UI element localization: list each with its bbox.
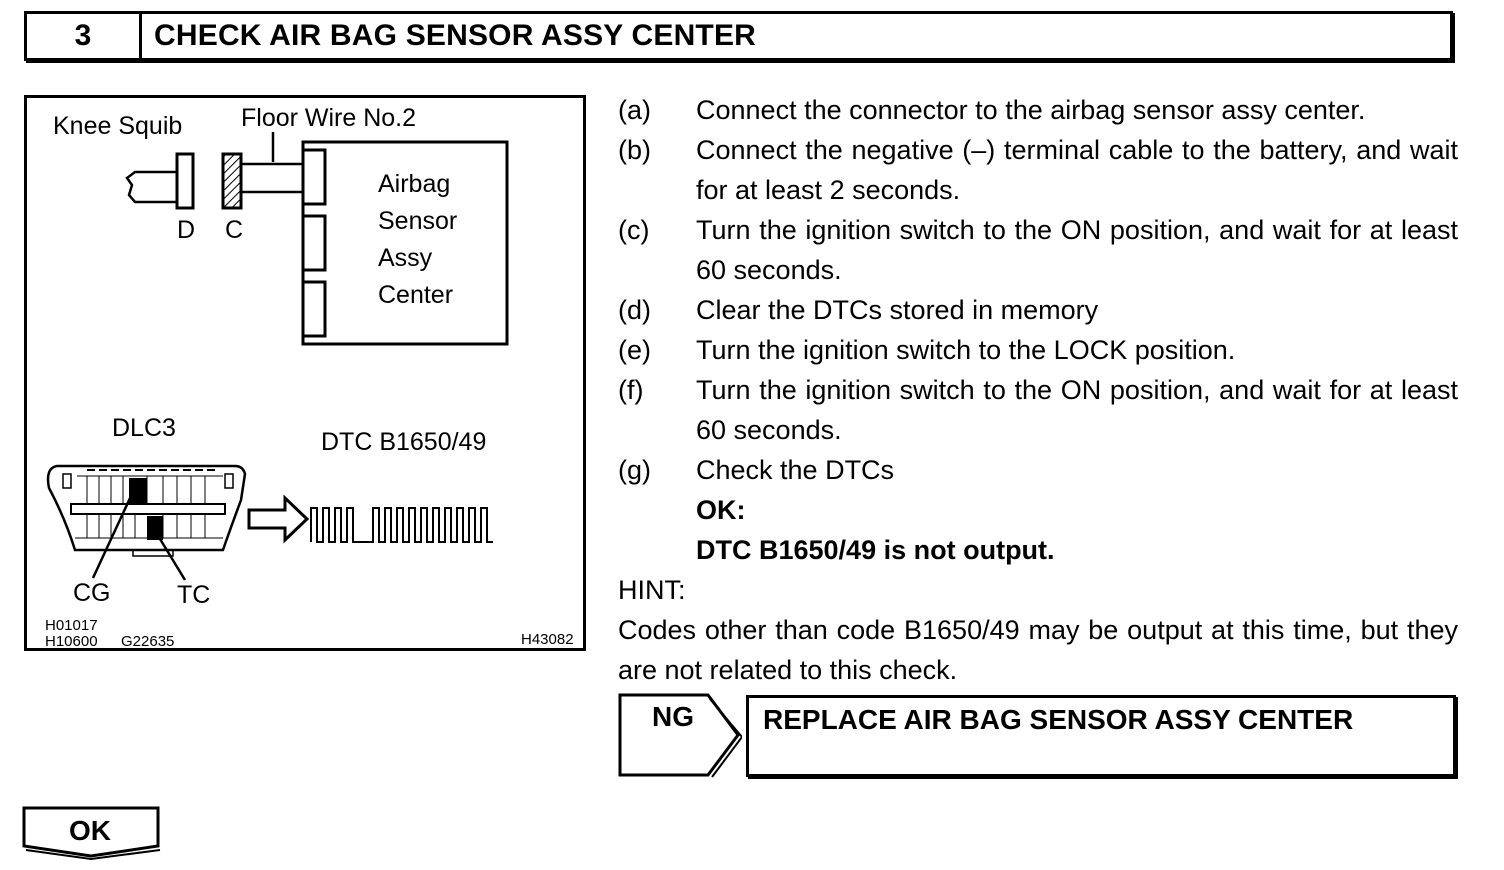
dlc3-center-bar	[70, 503, 226, 515]
step-a-text: Connect the connector to the airbag sens…	[696, 95, 1366, 125]
ng-action: REPLACE AIR BAG SENSOR ASSY CENTER	[746, 695, 1456, 777]
step-c: (c) Turn the ignition switch to the ON p…	[618, 210, 1458, 290]
waveform-pulse-train	[310, 507, 493, 543]
output-arrow-icon	[247, 494, 310, 544]
dlc3-label: DLC3	[112, 414, 176, 442]
step-f-label: (f)	[618, 375, 644, 405]
step-e-text: Turn the ignition switch to the LOCK pos…	[696, 335, 1236, 365]
ref-code-4: H43082	[521, 631, 574, 648]
step-d-text: Clear the DTCs stored in memory	[696, 295, 1099, 325]
step-f-text: Turn the ignition switch to the ON posit…	[696, 375, 1458, 445]
floor-wire-label: Floor Wire No.2	[241, 104, 416, 132]
terminal-tc-label: TC	[177, 581, 210, 609]
step-header: 3 CHECK AIR BAG SENSOR ASSY CENTER	[24, 11, 1453, 61]
ng-branch-tag: NG	[618, 693, 742, 779]
sensor-connector-2	[301, 214, 327, 272]
dlc3-key	[132, 549, 174, 557]
ok-condition-text: DTC B1650/49 is not output.	[696, 535, 1055, 565]
connector-c	[221, 152, 243, 210]
step-f: (f) Turn the ignition switch to the ON p…	[618, 370, 1458, 450]
step-b: (b) Connect the negative (–) terminal ca…	[618, 130, 1458, 210]
terminal-cg-pin	[129, 478, 147, 504]
step-b-text: Connect the negative (–) terminal cable …	[696, 135, 1458, 205]
hint-text: Codes other than code B1650/49 may be ou…	[618, 615, 1458, 685]
ng-label: NG	[652, 701, 694, 732]
airbag-label-2: Sensor	[378, 207, 457, 235]
tc-leader	[155, 533, 187, 581]
step-e-label: (e)	[618, 335, 651, 365]
step-d-label: (d)	[618, 295, 651, 325]
connector-c-label: C	[225, 216, 243, 244]
dlc3-connector	[46, 464, 247, 552]
ok-next-label: OK	[69, 815, 111, 846]
step-c-text: Turn the ignition switch to the ON posit…	[696, 215, 1458, 285]
step-c-label: (c)	[618, 215, 650, 245]
step-a: (a) Connect the connector to the airbag …	[618, 90, 1458, 130]
connector-d-label: D	[177, 216, 195, 244]
step-title: CHECK AIR BAG SENSOR ASSY CENTER	[154, 19, 757, 52]
dtc-code-label: DTC B1650/49	[321, 428, 486, 456]
ok-down-arrow-icon	[22, 806, 161, 860]
connector-d	[175, 152, 195, 210]
airbag-label-1: Airbag	[378, 170, 450, 198]
hint-label: HINT:	[618, 575, 686, 605]
dlc3-latch-right	[224, 473, 234, 489]
ref-code-3: G22635	[121, 633, 174, 648]
ref-code-2: H10600	[45, 633, 98, 648]
cg-leader	[91, 495, 133, 579]
knee-squib-plug	[125, 166, 179, 204]
step-g: (g) Check the DTCs	[618, 450, 1458, 490]
step-g-text: Check the DTCs	[696, 455, 895, 485]
ng-arrow-icon	[618, 693, 742, 778]
dtc-waveform	[310, 507, 493, 543]
diagram-figure: Knee Squib Floor Wire No.2 D C Airbag Se…	[24, 95, 586, 651]
wiring-diagram: Knee Squib Floor Wire No.2 D C Airbag Se…	[45, 104, 574, 648]
knee-squib-label: Knee Squib	[53, 112, 182, 140]
ref-code-1: H01017	[45, 617, 98, 634]
ok-condition-label: OK:	[696, 495, 746, 525]
step-d: (d) Clear the DTCs stored in memory	[618, 290, 1458, 330]
step-g-label: (g)	[618, 455, 651, 485]
dlc3-latch-left	[62, 473, 72, 489]
terminal-tc-pin	[147, 516, 163, 540]
procedure-steps: (a) Connect the connector to the airbag …	[618, 90, 1458, 690]
airbag-label-3: Assy	[378, 244, 433, 272]
step-b-label: (b)	[618, 135, 651, 165]
sensor-connector-1	[301, 148, 327, 206]
sensor-connector-3	[301, 280, 327, 338]
airbag-label-4: Center	[378, 281, 453, 309]
step-a-label: (a)	[618, 95, 651, 125]
step-number: 3	[27, 14, 142, 58]
step-e: (e) Turn the ignition switch to the LOCK…	[618, 330, 1458, 370]
terminal-cg-label: CG	[73, 579, 111, 607]
ok-next-tag: OK	[22, 806, 162, 860]
